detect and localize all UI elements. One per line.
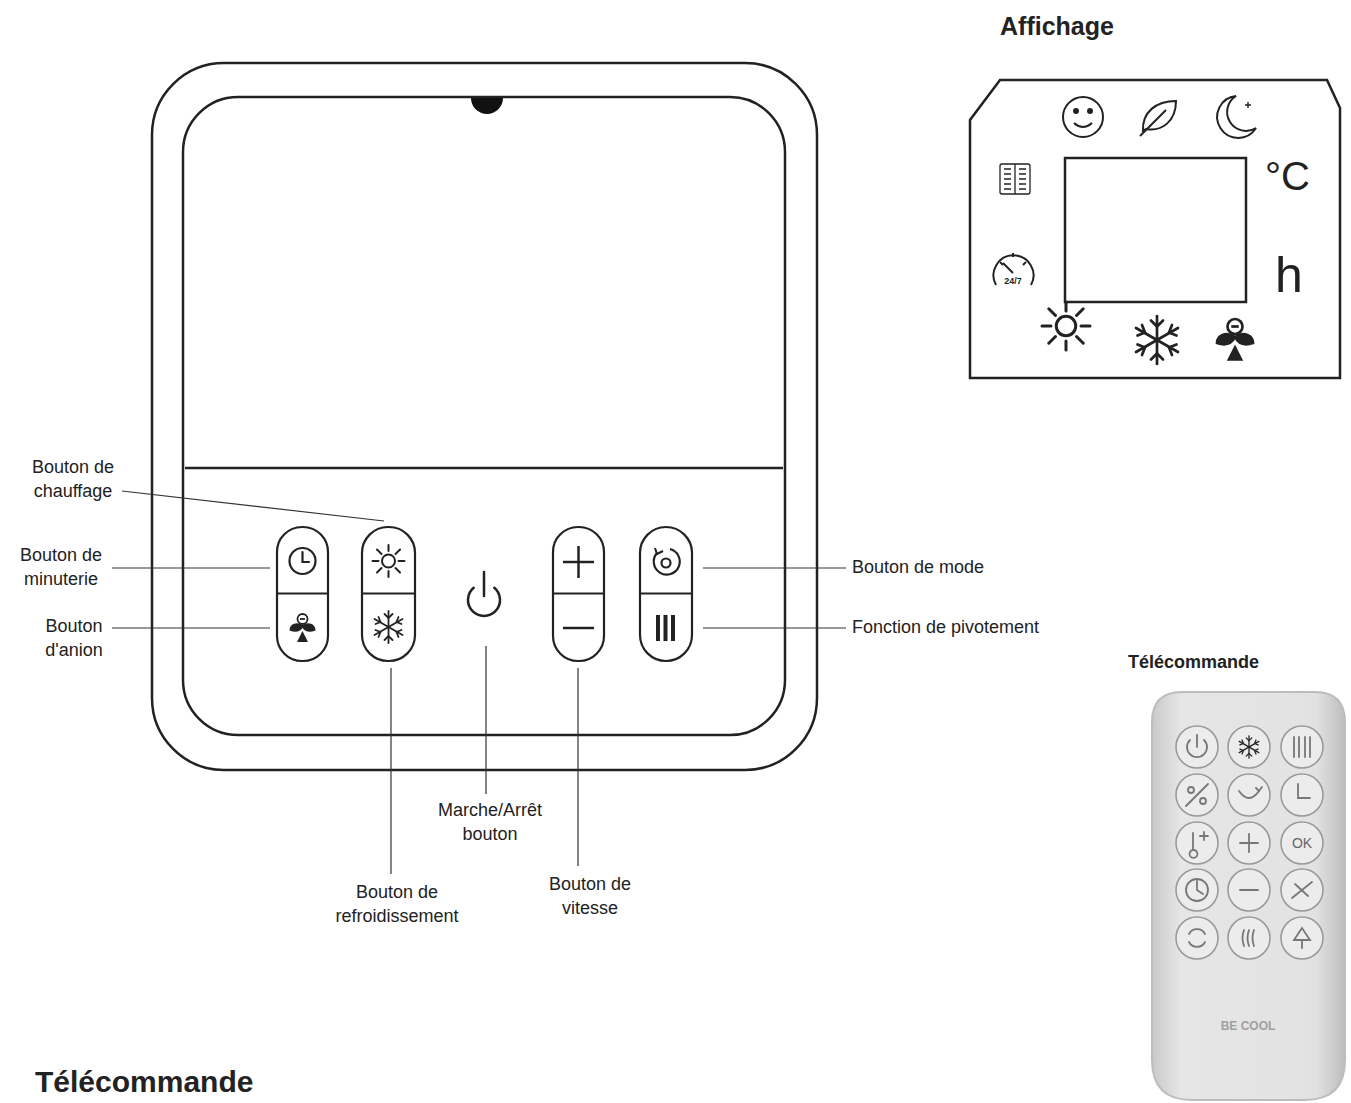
button-pill [362,527,415,661]
swing-icon [656,615,675,641]
leaf-icon [1140,101,1176,136]
pill-divider [277,592,328,594]
button-text: OK [1282,833,1322,853]
power-icon [468,572,500,616]
heat-display-icon [1042,302,1090,350]
pill-divider [640,592,692,594]
callout-label: Bouton de mode [852,555,1102,579]
remote-panel: Télécommande BE COOL [1120,648,1351,1103]
anion-display-icon [1217,319,1253,360]
cool-icon [375,611,403,643]
pill-divider [362,592,415,594]
display-panel: Affichage °C h [965,8,1345,383]
callout-label: Bouton de vitesse [530,872,650,920]
callout-label: Marche/Arrêt bouton [420,798,560,846]
minus-icon [563,627,594,630]
buttons [277,527,692,661]
moon-icon [1217,96,1256,138]
leader-lines [112,491,846,874]
display-icons [994,96,1257,364]
callout-label: Bouton de chauffage [14,455,132,503]
callout-label: Bouton d'anion [24,614,124,662]
panel-face [183,97,785,735]
control-panel [152,63,817,770]
icon-text: 24/7 [998,276,1028,287]
panel-housing [152,63,817,770]
unit-label: h [1275,246,1335,304]
remote-body [1152,692,1345,1100]
button-pill [553,527,604,661]
timer-icon [290,548,316,574]
callout-label: Bouton de minuterie [2,543,120,591]
callout-label: Bouton de refroidissement [312,880,482,928]
button-pill [640,527,692,661]
display-screen [1065,158,1246,302]
remote-buttons [1176,726,1323,959]
section-heading: Télécommande [35,1064,435,1100]
plus-icon [563,546,594,578]
panel-divider [185,467,783,470]
remote-heading: Télécommande [1128,650,1328,674]
heat-icon [373,545,405,577]
button-pill [277,527,328,661]
sensor-notch [471,98,503,114]
smiley-icon [1063,97,1103,137]
pill-divider [553,592,604,594]
brand-mark: BE COOL [1198,1018,1298,1034]
mode-icon [654,548,680,575]
swing-display-icon [1000,164,1030,194]
panel-border [970,80,1340,378]
panel-heading: Affichage [1000,10,1200,42]
callout-label: Fonction de pivotement [852,615,1102,639]
remote-control [1152,692,1345,1100]
anion-icon [291,614,315,641]
cool-display-icon [1136,316,1178,364]
unit-label: °C [1265,152,1335,200]
